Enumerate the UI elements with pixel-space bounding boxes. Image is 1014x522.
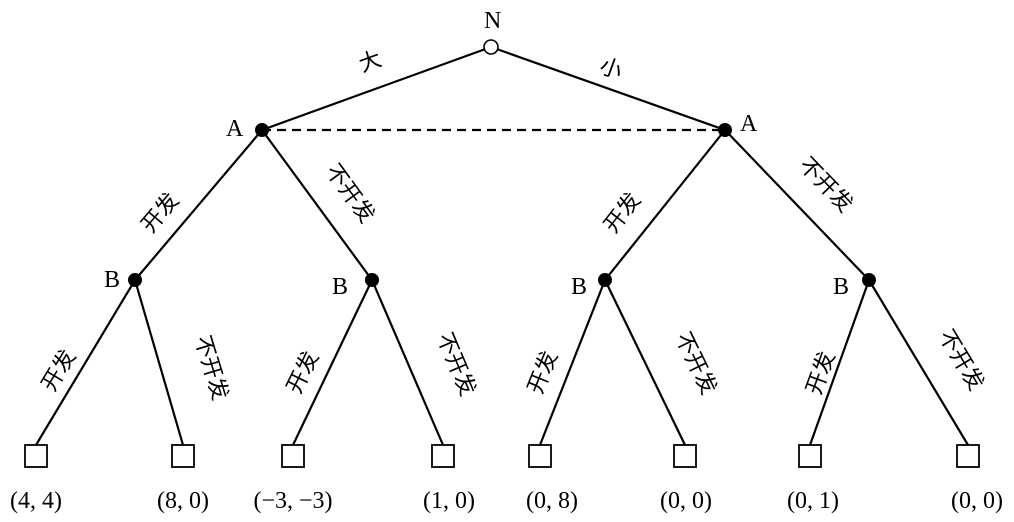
terminal-node (431, 444, 455, 468)
decision-node-b4 (862, 273, 876, 287)
payoff-label: (0, 0) (951, 488, 1003, 514)
payoff-label: (8, 0) (157, 488, 209, 514)
edge-label-not-develop: 不开发 (320, 160, 379, 228)
node-label-b4: B (833, 274, 849, 300)
edge-a-left-develop (134, 129, 263, 281)
edge-b4-develop (808, 279, 871, 446)
terminal-node (673, 444, 697, 468)
payoff-label: (0, 0) (660, 488, 712, 514)
edge-label-not-develop: 不开发 (794, 153, 858, 218)
decision-node-a-left (255, 123, 269, 137)
chance-node (483, 39, 499, 55)
node-label-a-left: A (226, 116, 244, 142)
edge-label-develop: 开发 (524, 347, 564, 397)
edge-a-right-no (724, 129, 870, 281)
terminal-node (528, 444, 552, 468)
payoff-label: (0, 1) (787, 488, 839, 514)
edge-root-left (261, 45, 492, 132)
node-label-b1: B (104, 267, 120, 293)
edge-label-not-develop: 不开发 (189, 333, 232, 403)
edge-label-develop: 开发 (37, 345, 81, 396)
edge-label-not-develop: 不开发 (431, 329, 480, 400)
decision-node-a-right (718, 123, 732, 137)
payoff-label: (0, 8) (526, 488, 578, 514)
edge-b3-no (604, 279, 686, 446)
edge-b4-no (868, 279, 969, 446)
node-label-b3: B (571, 274, 587, 300)
edge-a-right-develop (604, 129, 726, 281)
node-label-a-right: A (740, 111, 758, 137)
edge-label-small: 小 (596, 54, 625, 85)
decision-node-b3 (598, 273, 612, 287)
edge-label-not-develop: 不开发 (670, 329, 721, 399)
decision-node-b1 (128, 273, 142, 287)
edge-label-not-develop: 不开发 (933, 326, 988, 395)
edge-label-large: 大 (356, 47, 385, 78)
edge-a-left-no (261, 129, 373, 281)
node-label-n: N (484, 8, 501, 34)
payoff-label: (1, 0) (423, 488, 475, 514)
terminal-node (171, 444, 195, 468)
edge-root-right (490, 45, 726, 132)
payoff-label: (−3, −3) (253, 488, 332, 514)
edge-b3-develop (538, 279, 607, 446)
node-label-b2: B (332, 274, 348, 300)
decision-node-b2 (365, 273, 379, 287)
edge-b1-no (133, 279, 185, 446)
edge-b1-develop (35, 279, 136, 446)
terminal-node (956, 444, 980, 468)
edge-b2-develop (292, 279, 373, 446)
terminal-node (24, 444, 48, 468)
terminal-node (281, 444, 305, 468)
terminal-node (798, 444, 822, 468)
edge-b2-no (370, 279, 445, 446)
payoff-label: (4, 4) (10, 488, 62, 514)
edge-label-develop: 开发 (599, 188, 646, 238)
